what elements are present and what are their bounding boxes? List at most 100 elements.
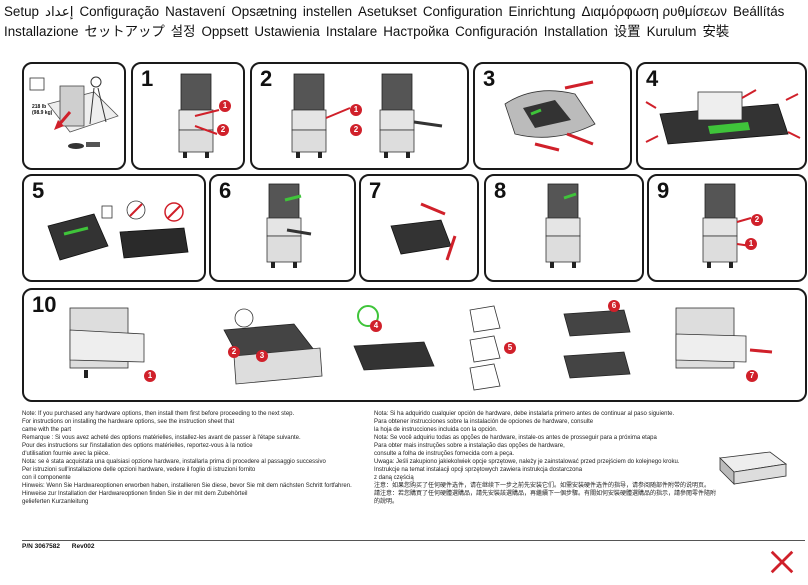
part-number: P/N 3067582 xyxy=(22,543,60,550)
panel-9: 9 2 1 xyxy=(647,174,807,282)
panel-4: 4 xyxy=(636,62,807,170)
callout-6: 6 xyxy=(608,300,620,312)
header-term: Beállítás xyxy=(733,4,785,19)
note-line: Para obtener instrucciones sobre la inst… xyxy=(374,419,594,425)
step-number: 4 xyxy=(646,66,659,91)
header-term: Kurulum xyxy=(646,24,697,39)
header-term: Oppsett xyxy=(201,24,249,39)
header-term: 安裝 xyxy=(702,24,730,39)
illustration-close-door xyxy=(390,202,457,261)
panel-0: 218 lb (98.9 kg) xyxy=(22,62,126,170)
illustration-remove-packing xyxy=(178,73,220,158)
header-term: Nastavení xyxy=(165,4,226,19)
header-term: Instalare xyxy=(325,24,378,39)
illustration-printer-front xyxy=(545,183,581,268)
header-term: 설정 xyxy=(170,24,196,39)
note-line: d'utilisation fournie avec la pièce. xyxy=(22,451,110,457)
revision: Rev002 xyxy=(71,543,95,550)
note-line: Nota: Se você adquiriu todas as opções d… xyxy=(374,435,657,441)
panel-2: 2 1 2 xyxy=(250,62,469,170)
illustration-load-paper-tray xyxy=(69,305,773,391)
note-line: Hinweis: Wenn Sie Hardwareoptionen erwor… xyxy=(22,483,352,489)
note-line: For instructions on installing the hardw… xyxy=(22,419,235,425)
header-term: Configuración xyxy=(455,24,538,39)
note-line: Uwaga: Jeśli zakupiono jakiekolwiek opcj… xyxy=(374,459,680,465)
callout-1: 1 xyxy=(745,238,757,250)
panel-7: 7 xyxy=(359,174,479,282)
callout-4: 4 xyxy=(370,320,382,332)
header-term: Configuration xyxy=(422,4,503,19)
header-term: Installazione xyxy=(4,24,79,39)
callout-2: 2 xyxy=(228,346,240,358)
panel-6: 6 xyxy=(209,174,356,282)
note-line: Hinweise zur Installation der Hardwareop… xyxy=(22,491,248,497)
header-term: セットアップ xyxy=(84,24,165,39)
header-term: Einrichtung xyxy=(508,4,576,19)
illustration-insert-cartridge xyxy=(266,183,312,268)
header-term: instellen xyxy=(302,4,353,19)
callout-1: 1 xyxy=(219,100,231,112)
panel-1: 1 1 2 xyxy=(131,62,245,170)
step-number: 5 xyxy=(32,178,45,203)
illustration-remove-tape xyxy=(291,73,443,158)
header-term: Configuração xyxy=(79,4,160,19)
step-number: 8 xyxy=(494,178,507,203)
note-line: con il componente xyxy=(22,475,71,481)
note-line: came with the part xyxy=(22,427,72,433)
notes-left-column: Note: If you purchased any hardware opti… xyxy=(22,410,367,506)
header-term: Installation xyxy=(543,24,608,39)
note-line: la hoja de instrucciones incluida con la… xyxy=(374,427,498,433)
header-line-2: Installazione セットアップ 설정 Oppsett Ustawienia In… xyxy=(4,22,804,42)
callout-7: 7 xyxy=(746,370,758,382)
panel-5: 5 xyxy=(22,174,206,282)
note-line: Instrukcje na temat instalacji opcji spr… xyxy=(374,467,583,473)
notes-section: Note: If you purchased any hardware opti… xyxy=(22,410,804,540)
note-line: 請注意：若您購買了任何硬體選購品，請先安裝該選購品，再繼續下一個步驟。有關如何安… xyxy=(374,491,717,505)
note-line: Pour des instructions sur l'installation… xyxy=(22,443,253,449)
header-term: إعداد xyxy=(45,4,74,19)
notes-right-column: Nota: Si ha adquirido cualquier opción d… xyxy=(374,410,719,506)
note-line: Per istruzioni sull'installazione delle … xyxy=(22,467,256,473)
header-term: Настройка xyxy=(383,24,450,39)
note-line: consulte a folha de instruções fornecida… xyxy=(374,451,515,457)
illustration-remove-tray-tape xyxy=(702,183,752,268)
footer: P/N 3067582 Rev002 xyxy=(22,543,105,550)
note-line: Para obter mais instruções sobre a insta… xyxy=(374,443,565,449)
header-term: 设置 xyxy=(613,24,641,39)
header-term: Ustawienia xyxy=(254,24,320,39)
step-number: 1 xyxy=(141,66,154,91)
callout-2: 2 xyxy=(350,124,362,136)
weight-kg: (98.9 kg) xyxy=(32,110,53,116)
step-number: 10 xyxy=(32,292,57,317)
note-line: 注意：如果您购买了任何硬件选件，请在继续下一步之前先安装它们。如需安装硬件选件的… xyxy=(374,483,711,489)
note-line: Nota: se è stata acquistata una qualsias… xyxy=(22,459,326,465)
panel-8: 8 xyxy=(484,174,644,282)
illustration-lift-printer xyxy=(29,76,119,149)
note-line: z daną częścią xyxy=(374,475,414,481)
illustration-toner-cartridge xyxy=(47,200,189,261)
footer-divider xyxy=(22,540,805,541)
header-term: Asetukset xyxy=(358,4,417,19)
callout-5: 5 xyxy=(504,342,516,354)
illustration-remove-inserts xyxy=(645,89,801,145)
weight-lb: 218 lb xyxy=(32,104,47,110)
callout-2: 2 xyxy=(217,124,229,136)
step-number: 6 xyxy=(219,178,232,203)
header-term: Setup xyxy=(4,4,39,19)
callout-1: 1 xyxy=(350,104,362,116)
step-number: 9 xyxy=(657,178,670,203)
header-term: Διαμόρφωση ρυθμίσεων xyxy=(581,4,727,19)
weight-label: 218 lb (98.9 kg) xyxy=(32,104,52,116)
panel-3: 3 xyxy=(473,62,632,170)
step-number: 2 xyxy=(260,66,273,91)
lexmark-logo xyxy=(770,550,794,574)
callout-1: 1 xyxy=(144,370,156,382)
panel-10: 10 1 2 3 4 5 6 7 xyxy=(22,288,807,402)
callout-3: 3 xyxy=(256,350,268,362)
note-line: Remarque : Si vous avez acheté des optio… xyxy=(22,435,301,441)
note-line: Nota: Si ha adquirido cualquier opción d… xyxy=(374,411,675,417)
note-line: gelieferten Kurzanleitung xyxy=(22,499,89,505)
note-line: Note: If you purchased any hardware opti… xyxy=(22,411,295,417)
